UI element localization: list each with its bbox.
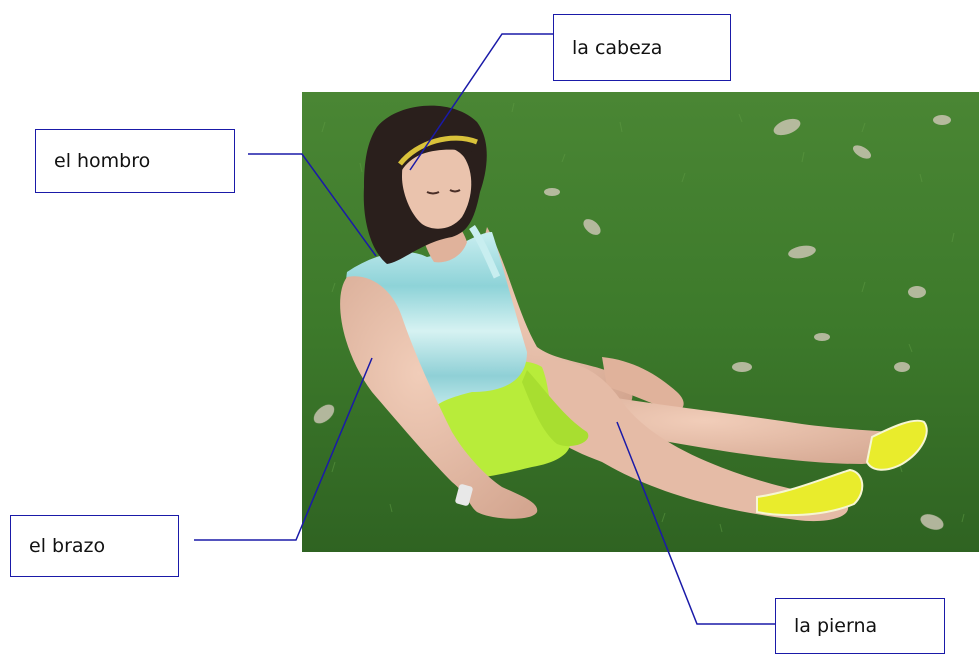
shorts-leg	[522, 370, 589, 447]
hand-on-knee	[602, 357, 684, 411]
label-head: la cabeza	[553, 14, 731, 81]
label-shoulder: el hombro	[35, 129, 235, 193]
shoe-near	[756, 468, 864, 517]
photo-girl-sitting-on-grass	[302, 92, 979, 552]
bracelet	[455, 484, 473, 506]
label-leg: la pierna	[775, 598, 945, 654]
leg-near	[527, 360, 849, 522]
tank-top	[346, 232, 527, 412]
eyes	[426, 189, 461, 195]
label-arm: el brazo	[10, 515, 179, 577]
shirt-strap	[469, 225, 501, 279]
front-arm	[340, 276, 538, 519]
shoe-far	[865, 419, 928, 471]
label-shoulder-text: el hombro	[54, 150, 151, 172]
label-arm-text: el brazo	[29, 535, 106, 557]
label-head-text: la cabeza	[572, 36, 663, 59]
label-leg-text: la pierna	[794, 615, 878, 637]
